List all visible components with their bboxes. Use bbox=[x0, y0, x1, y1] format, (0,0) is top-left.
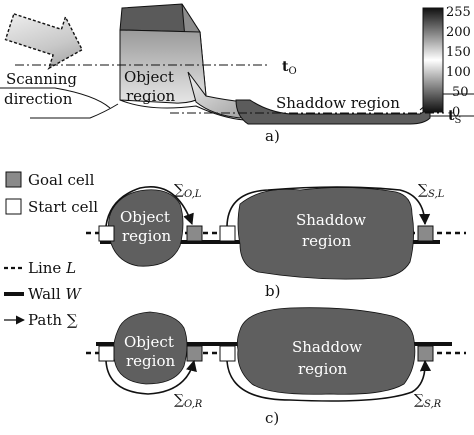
scanning-direction-arrow bbox=[4, 13, 84, 70]
object-region-c bbox=[113, 311, 188, 385]
legend-line-label: Line L bbox=[28, 259, 76, 277]
scanning-direction-label-2: direction bbox=[4, 90, 73, 108]
object-region-label-2: region bbox=[126, 87, 175, 105]
colorbar-tick-0: 0 bbox=[452, 105, 460, 120]
surface-profile-left-lower bbox=[30, 103, 119, 119]
goal-cell-b-shadow bbox=[417, 225, 434, 242]
start-cell-c-object bbox=[98, 345, 115, 362]
colorbar-tick-100: 100 bbox=[446, 65, 471, 80]
legend-start-swatch bbox=[5, 198, 22, 215]
goal-cell-c-object bbox=[186, 345, 203, 362]
panel-a: Scanning direction Object region Shaddow… bbox=[0, 3, 474, 145]
path-sum-s-l bbox=[226, 186, 431, 227]
colorbar-ticks: 255 200 150 100 50 0 bbox=[446, 5, 471, 120]
legend: Goal cell Start cell Line L Wall W Path … bbox=[4, 171, 98, 329]
start-cell-c-shadow bbox=[219, 345, 236, 362]
colorbar bbox=[422, 7, 444, 113]
legend-wall-label: Wall W bbox=[28, 285, 82, 303]
object-region-c-label-2: region bbox=[126, 352, 175, 370]
t-s-label: tS bbox=[448, 108, 461, 126]
goal-cell-c-shadow bbox=[417, 345, 434, 362]
path-sum-o-r bbox=[105, 359, 197, 395]
colorbar-tick-150: 150 bbox=[446, 45, 471, 60]
shadow-region-c-label-2: region bbox=[298, 360, 347, 378]
shadow-region-c bbox=[236, 307, 416, 395]
colorbar-tick-50: 50 bbox=[452, 85, 469, 100]
sum-label-s-l: ∑S,L bbox=[418, 182, 445, 200]
panel-b-caption: b) bbox=[265, 282, 280, 300]
panel-c-caption: c) bbox=[265, 409, 279, 427]
panel-b: Object region Shaddow region ∑O,L ∑S,L b… bbox=[86, 182, 466, 300]
legend-start-label: Start cell bbox=[28, 198, 98, 216]
shadow-region-b bbox=[237, 187, 414, 280]
colorbar-tick-200: 200 bbox=[446, 25, 471, 40]
shadow-region-block bbox=[235, 99, 431, 125]
sum-label-o-l: ∑O,L bbox=[174, 182, 202, 200]
sum-label-o-r: ∑O,R bbox=[174, 392, 203, 410]
legend-goal-label: Goal cell bbox=[28, 171, 95, 189]
panel-c: Object region Shaddow region ∑O,R ∑S,R c… bbox=[86, 307, 466, 427]
object-region-label-1: Object bbox=[124, 68, 174, 86]
path-sum-s-r bbox=[226, 359, 432, 402]
t-o-label: tO bbox=[282, 59, 297, 77]
object-base-curve bbox=[119, 99, 245, 121]
surface-profile-left bbox=[0, 87, 111, 109]
sum-label-s-r: ∑S,R bbox=[414, 392, 442, 410]
object-region-c-label-1: Object bbox=[124, 333, 174, 351]
start-cell-b-shadow bbox=[219, 225, 236, 242]
colorbar-tick-255: 255 bbox=[446, 5, 471, 20]
path-sum-o-l bbox=[105, 186, 194, 227]
legend-path-label: Path ∑ bbox=[28, 311, 78, 329]
object-region-b-label-2: region bbox=[122, 227, 171, 245]
shadow-region-c-label-1: Shaddow bbox=[292, 338, 362, 356]
shadow-region-b-label-1: Shaddow bbox=[296, 211, 366, 229]
object-region-b-label-1: Object bbox=[120, 208, 170, 226]
start-cell-b-object bbox=[98, 225, 115, 242]
shadow-region-label: Shaddow region bbox=[276, 94, 400, 112]
shadow-region-b-label-2: region bbox=[302, 232, 351, 250]
legend-goal-swatch bbox=[5, 171, 22, 188]
panel-a-caption: a) bbox=[265, 127, 280, 145]
goal-cell-b-object bbox=[186, 225, 203, 242]
scanning-direction-label-1: Scanning bbox=[6, 70, 77, 88]
